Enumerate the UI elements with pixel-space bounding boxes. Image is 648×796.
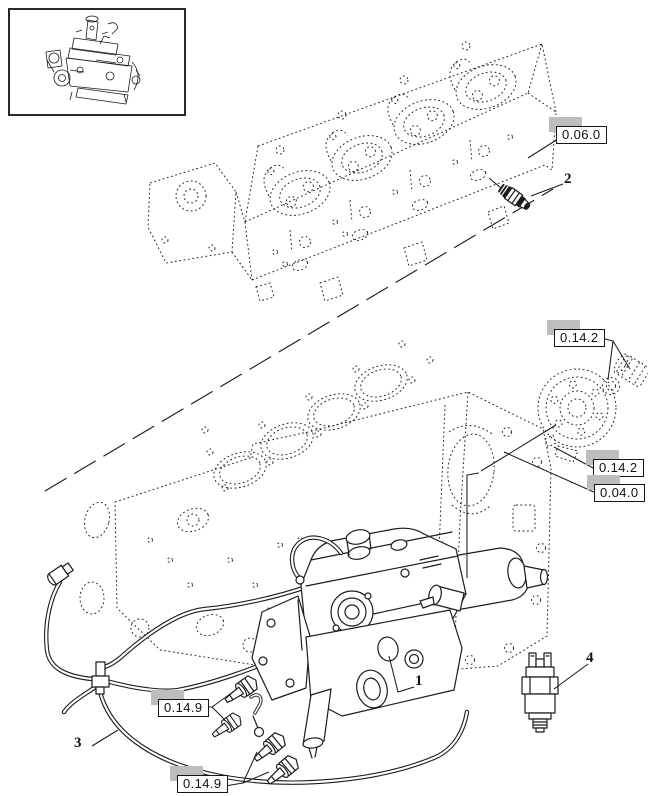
banjo-fittings: [211, 675, 299, 785]
ref-code[interactable]: 0.14.9: [158, 699, 209, 717]
ref-code[interactable]: 0.06.0: [556, 126, 607, 144]
pump-loop-hose: [289, 535, 344, 585]
head-sensor-part-2: [497, 183, 531, 210]
banjo-bolt-icon: [224, 675, 258, 704]
ref-box-fittings-lower[interactable]: 0.14.9: [170, 766, 228, 793]
shut-off-solenoid-part-4: [521, 652, 559, 733]
part-callout-1: 1: [415, 673, 423, 689]
part-callout-3: 3: [74, 735, 82, 751]
thumbnail-box: [8, 8, 186, 116]
ref-box-block[interactable]: 0.04.0: [587, 475, 645, 502]
pump-shaft-alignment-line: [466, 424, 557, 578]
ref-code[interactable]: 0.14.2: [554, 329, 605, 347]
fuel-injection-pump-drawing: [251, 527, 549, 759]
engine-block-drawing: [79, 340, 552, 673]
part-callout-4: 4: [586, 650, 594, 666]
part-callout-2: 2: [564, 171, 572, 187]
cylinder-head-drawing: [147, 41, 557, 302]
engine-overview-icon: [45, 15, 141, 105]
leader-lines: [91, 138, 631, 787]
banjo-bolt-icon: [211, 712, 242, 738]
ref-code[interactable]: 0.04.0: [594, 484, 645, 502]
center-line: [44, 188, 554, 492]
ref-code[interactable]: 0.14.9: [177, 775, 228, 793]
banjo-bolt-icon: [253, 732, 286, 762]
tee-fitting-icon: [91, 661, 110, 695]
pipe-connector-icon: [47, 562, 74, 586]
stud-icon: [252, 715, 259, 729]
drive-washer-icon: [602, 377, 620, 395]
drive-roller-icon: [613, 353, 648, 387]
ref-box-fittings-upper[interactable]: 0.14.9: [151, 690, 209, 717]
ref-box-head[interactable]: 0.06.0: [549, 117, 607, 144]
banjo-bolt-icon: [266, 755, 299, 785]
ref-box-drive-parts[interactable]: 0.14.2: [547, 320, 605, 347]
sensor-mount-line: [488, 177, 502, 189]
pump-drive-hub-drawing: [537, 353, 648, 463]
